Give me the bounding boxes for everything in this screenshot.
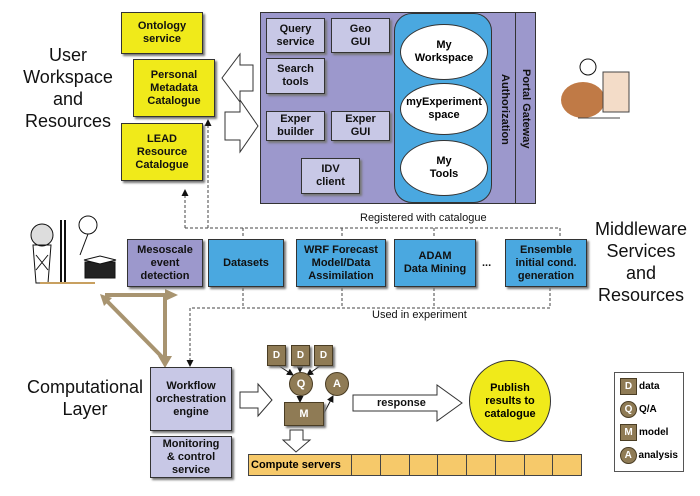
section-label-computational: Computational Layer [26, 377, 144, 419]
workflow-orchestration-engine-box[interactable]: Workflow orchestration engine [150, 367, 232, 431]
datasets-box[interactable]: Datasets [208, 239, 284, 287]
compute-server-slot [438, 455, 467, 475]
compute-server-slot [525, 455, 554, 475]
legend-label: Q/A [639, 404, 657, 415]
arrow-left-hollow [221, 52, 254, 104]
weather-sensors-icon [30, 215, 117, 284]
legend-label: analysis [638, 450, 678, 461]
query-service-box[interactable]: Query service [266, 18, 325, 53]
monitoring-control-service-box[interactable]: Monitoring & control service [150, 436, 232, 478]
lead-resource-catalogue-box[interactable]: LEAD Resource Catalogue [121, 123, 203, 181]
arrow-workflow-graph [239, 382, 273, 418]
legend-symbol-analysis: A [620, 447, 637, 464]
arrow-right-hollow [224, 98, 259, 154]
geo-gui-box[interactable]: Geo GUI [331, 18, 390, 53]
graph-model-node: M [284, 402, 324, 426]
search-tools-box[interactable]: Search tools [266, 58, 325, 94]
legend-label: model [639, 427, 669, 438]
compute-server-slots [352, 455, 581, 475]
section-label-middleware: Middleware Services and Resources [594, 219, 688, 305]
registered-connector [181, 119, 561, 238]
tan-arrowhead-right [165, 289, 178, 301]
used-connector [186, 288, 551, 367]
my-experiment-space-ellipse[interactable]: myExperiment space [400, 83, 488, 135]
wrf-forecast-box[interactable]: WRF Forecast Model/Data Assimilation [296, 239, 386, 287]
user-at-computer-icon [561, 58, 630, 119]
compute-server-slot [352, 455, 381, 475]
tan-arrowhead-diag [100, 294, 112, 306]
authorization-label: Authorization [499, 73, 511, 145]
ontology-service-box[interactable]: Ontology service [121, 12, 203, 54]
graph-qa-node: Q [289, 372, 313, 396]
gateway-divider [515, 12, 516, 204]
graph-data-node: D [267, 345, 286, 366]
compute-server-slot [410, 455, 439, 475]
my-workspace-ellipse[interactable]: My Workspace [400, 24, 488, 80]
compute-servers-bar: Compute servers [248, 454, 582, 476]
compute-server-slot [467, 455, 496, 475]
compute-servers-label: Compute servers [249, 455, 352, 475]
my-tools-ellipse[interactable]: My Tools [400, 140, 488, 196]
exper-builder-box[interactable]: Exper builder [266, 111, 325, 141]
used-in-experiment-label: Used in experiment [372, 309, 467, 321]
compute-server-slot [496, 455, 525, 475]
portal-gateway-strip [516, 12, 536, 204]
legend-symbol-model: M [620, 424, 637, 441]
exper-gui-box[interactable]: Exper GUI [331, 111, 390, 141]
mesoscale-event-detection-box[interactable]: Mesoscale event detection [127, 239, 203, 287]
adam-data-mining-box[interactable]: ADAM Data Mining [394, 239, 476, 287]
idv-client-box[interactable]: IDV client [301, 158, 360, 194]
compute-server-slot [381, 455, 410, 475]
response-arrow [352, 384, 463, 422]
portal-gateway-label: Portal Gateway [520, 69, 532, 149]
graph-data-node: D [291, 345, 310, 366]
more-services-ellipsis: ... [482, 257, 492, 269]
legend-symbol-qa: Q [620, 401, 637, 418]
arrow-down-compute [281, 429, 312, 453]
section-label-user-workspace: User Workspace and Resources [23, 45, 113, 131]
graph-data-node: D [314, 345, 333, 366]
ensemble-initial-cond-box[interactable]: Ensemble initial cond. generation [505, 239, 587, 287]
registered-with-catalogue-label: Registered with catalogue [360, 212, 487, 224]
publish-results-circle[interactable]: Publish results to catalogue [469, 360, 551, 442]
graph-analysis-node: A [325, 372, 349, 396]
tan-arrowhead-down [158, 356, 172, 368]
personal-metadata-catalogue-box[interactable]: Personal Metadata Catalogue [133, 59, 215, 117]
legend-label: data [639, 381, 660, 392]
response-label: response [377, 397, 426, 409]
compute-server-slot [553, 455, 581, 475]
sensor-flow-arrows [102, 293, 167, 362]
legend-symbol-data: D [620, 378, 637, 395]
